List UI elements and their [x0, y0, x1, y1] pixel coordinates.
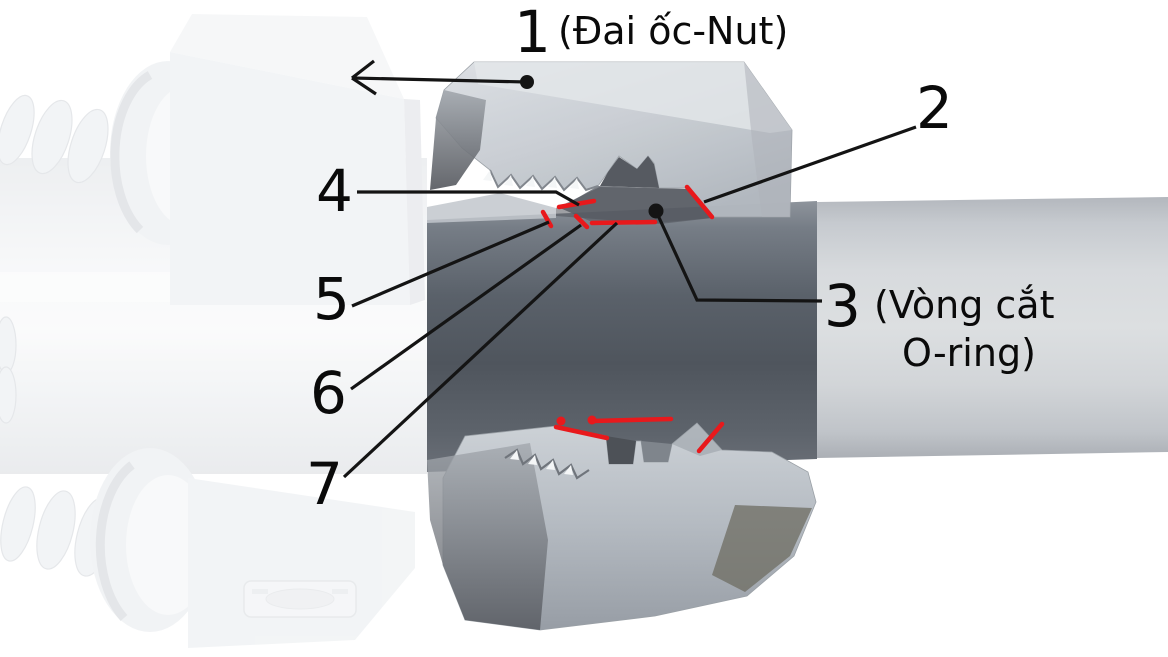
fitting-hex-body-bottom	[188, 478, 415, 648]
nut-top-right-shade	[744, 62, 792, 217]
tube-faded-right	[817, 197, 1168, 458]
oring-highlight-segment	[573, 213, 590, 230]
oring-highlight-seat-top	[684, 184, 715, 220]
callout-4-number: 4	[316, 157, 353, 225]
callout-3-dot	[648, 203, 664, 219]
oring-highlights	[540, 184, 725, 454]
ferrule-sleeve-top	[427, 193, 556, 223]
oring-highlight-seat-bottom	[696, 421, 725, 454]
oring-highlight-dot	[556, 416, 566, 426]
callout-4-line	[357, 190, 580, 207]
nut-bottom-half	[427, 422, 817, 631]
callout-2-number: 2	[916, 74, 953, 142]
callout-3-line	[648, 203, 823, 303]
faded-fitting-body	[0, 14, 427, 648]
ferrule-shadow-top	[556, 187, 712, 224]
hex-logo-emboss	[243, 580, 357, 618]
callout-7-line	[342, 221, 619, 479]
oring-highlight-dot	[587, 415, 597, 425]
fitting-hex-body-top	[170, 14, 425, 305]
leader-lines	[342, 59, 917, 479]
callout-1-number: 1	[514, 0, 551, 66]
oring-highlight-segment-bottom	[553, 424, 610, 441]
callout-6-number: 6	[310, 359, 347, 427]
oring-highlight-segment	[540, 209, 554, 229]
nut-bottom-castle-groove	[606, 436, 636, 464]
callout-1-dot	[520, 75, 534, 89]
nut-top-left-corner-shadow	[430, 90, 486, 190]
callout-5-line	[351, 220, 550, 308]
callout-3-label-line2: O-ring)	[902, 331, 1036, 375]
thread-teeth-bottom	[504, 448, 590, 480]
callout-5-number: 5	[313, 265, 350, 333]
nut-bottom-castle-step	[641, 441, 672, 462]
nut-top-castle-groove	[600, 156, 659, 188]
callout-1-arrow	[351, 59, 534, 96]
tube-dark-section	[427, 201, 817, 472]
nut-bottom-right-shadow	[712, 505, 812, 592]
callout-3-label-line1: (Vòng cắt	[874, 283, 1054, 327]
callout-7-number: 7	[306, 450, 343, 518]
nut-top-half	[430, 61, 793, 218]
thread-teeth-top	[483, 169, 599, 192]
callout-2-line	[703, 125, 917, 204]
callout-1-label: (Đai ốc-Nut)	[558, 9, 788, 53]
nut-bottom-left-shadow	[427, 443, 548, 630]
callout-6-line	[350, 223, 582, 391]
fitting-threads-left	[0, 94, 114, 577]
oring-highlight-segment-bottom	[589, 416, 674, 424]
callout-labels: 1 (Đai ốc-Nut) 2 3 (Vòng cắt O-ring) 4 5…	[306, 0, 1054, 518]
nut-bottom-seat-shade	[672, 423, 722, 456]
oring-highlight-segment	[589, 219, 658, 226]
nut-top-face-highlight	[474, 62, 792, 133]
callout-3-number: 3	[824, 272, 861, 340]
